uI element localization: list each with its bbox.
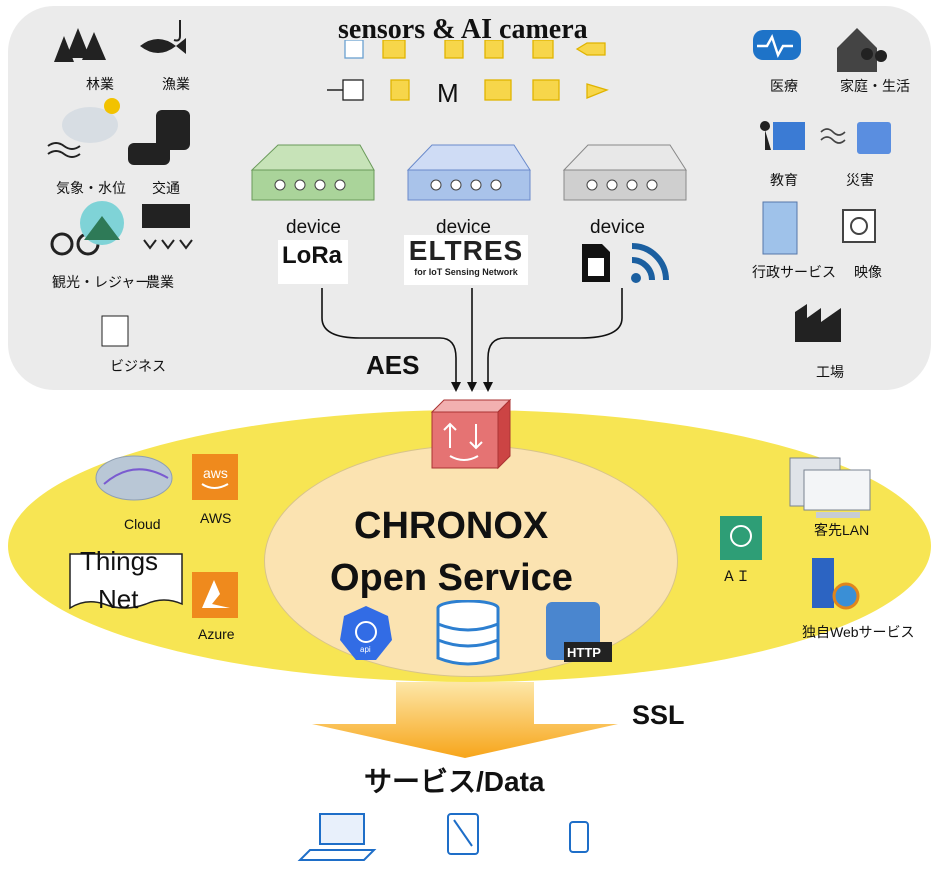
sensor-icon <box>484 79 512 101</box>
svg-text:aws: aws <box>203 465 228 481</box>
tablet-icon <box>447 813 479 855</box>
agriculture-icon <box>142 204 190 228</box>
ai-icon <box>720 516 762 560</box>
label-forestry: 林業 <box>86 76 114 92</box>
building-icon <box>101 315 129 347</box>
thingsnet-line2: Net <box>98 584 139 614</box>
video-chip-icon <box>842 209 876 243</box>
home-icon <box>837 28 877 72</box>
label-traffic: 交通 <box>152 180 180 196</box>
label-azure: Azure <box>198 626 235 642</box>
device-eltres <box>406 144 531 201</box>
devices <box>250 144 687 201</box>
label-home: 家庭・生活 <box>840 78 910 94</box>
laptop-icon <box>297 813 377 861</box>
sensor-icon <box>390 79 410 101</box>
label-aws: AWS <box>200 510 232 526</box>
database-icon <box>436 600 500 666</box>
web-server-icon <box>812 558 834 608</box>
wave-icon <box>47 142 81 158</box>
label-video: 映像 <box>854 264 882 280</box>
wireless-icon <box>631 273 641 283</box>
education-icon <box>773 122 805 150</box>
svg-text:HTTP: HTTP <box>567 645 601 660</box>
disaster-icon <box>857 122 891 154</box>
label-business: ビジネス <box>110 358 166 374</box>
factory-icon <box>795 304 841 342</box>
left-service-icons: aws <box>95 454 238 618</box>
label-fishery: 漁業 <box>162 76 190 92</box>
fish-icon <box>140 38 186 54</box>
device-3-label: device <box>590 217 645 238</box>
device-2-label: device <box>436 217 491 238</box>
sensor-icons: M <box>327 40 609 108</box>
label-education: 教育 <box>770 172 798 188</box>
ssl-label: SSL <box>632 700 685 730</box>
core-title-1: CHRONOX <box>354 505 549 547</box>
router-cube <box>430 398 512 470</box>
cloud-icon <box>62 107 118 143</box>
medical-icon <box>753 30 801 60</box>
sensor-icon <box>484 40 504 59</box>
api-icon <box>340 606 392 660</box>
sun-icon <box>104 98 120 114</box>
device-connectors <box>321 288 623 392</box>
sensor-icon <box>382 40 406 59</box>
aes-label: AES <box>366 350 420 380</box>
device-lora <box>250 144 375 201</box>
thingsnet-line1: Things <box>80 546 159 576</box>
cloud-globe-icon <box>95 455 173 501</box>
label-weather: 気象・水位 <box>56 180 126 196</box>
output-arrow <box>312 682 618 758</box>
label-lan: 客先LAN <box>814 522 870 538</box>
right-service-icons <box>720 457 871 610</box>
label-ai: ＡＩ <box>722 568 750 584</box>
label-cloud: Cloud <box>124 516 161 532</box>
label-factory: 工場 <box>816 364 844 380</box>
left-sector-icons <box>47 20 193 347</box>
smartphone-icon <box>569 821 589 853</box>
label-agriculture: 農業 <box>146 274 174 290</box>
label-disaster: 災害 <box>846 172 874 188</box>
thingsnet-doc-icon <box>69 553 183 610</box>
label-tourism: 観光・レジャー <box>52 274 150 290</box>
core-icons: api HTTP <box>340 600 612 666</box>
svg-text:api: api <box>360 645 371 654</box>
sensor-icon <box>586 83 609 99</box>
forest-icon <box>54 28 106 62</box>
train-icon <box>156 110 190 150</box>
admin-building-icon <box>762 201 798 255</box>
sensor-icon <box>532 40 554 59</box>
eltres-logo: ELTRES for IoT Sensing Network <box>404 235 528 285</box>
cellular-icons <box>582 243 669 283</box>
label-admin: 行政サービス <box>752 264 836 280</box>
sensor-icon <box>444 40 464 59</box>
output-label: サービス/Data <box>364 766 545 797</box>
aws-icon <box>192 454 238 500</box>
client-devices <box>297 813 589 861</box>
sensor-icon <box>532 79 560 101</box>
fishhook-icon <box>173 20 181 42</box>
label-medical: 医療 <box>770 78 798 94</box>
sensor-m-label: M <box>437 78 459 108</box>
sensor-icon <box>342 79 364 101</box>
core-title-2: Open Service <box>330 557 573 599</box>
cyclist-icon <box>50 232 74 256</box>
right-sector-icons <box>753 28 891 342</box>
sensor-icon <box>344 40 364 59</box>
label-web: 独自Webサービス <box>802 624 915 640</box>
device-1-label: device <box>286 217 341 238</box>
sensor-icon <box>575 42 606 56</box>
lora-logo: LoRa <box>278 240 348 284</box>
device-cellular <box>562 144 687 201</box>
